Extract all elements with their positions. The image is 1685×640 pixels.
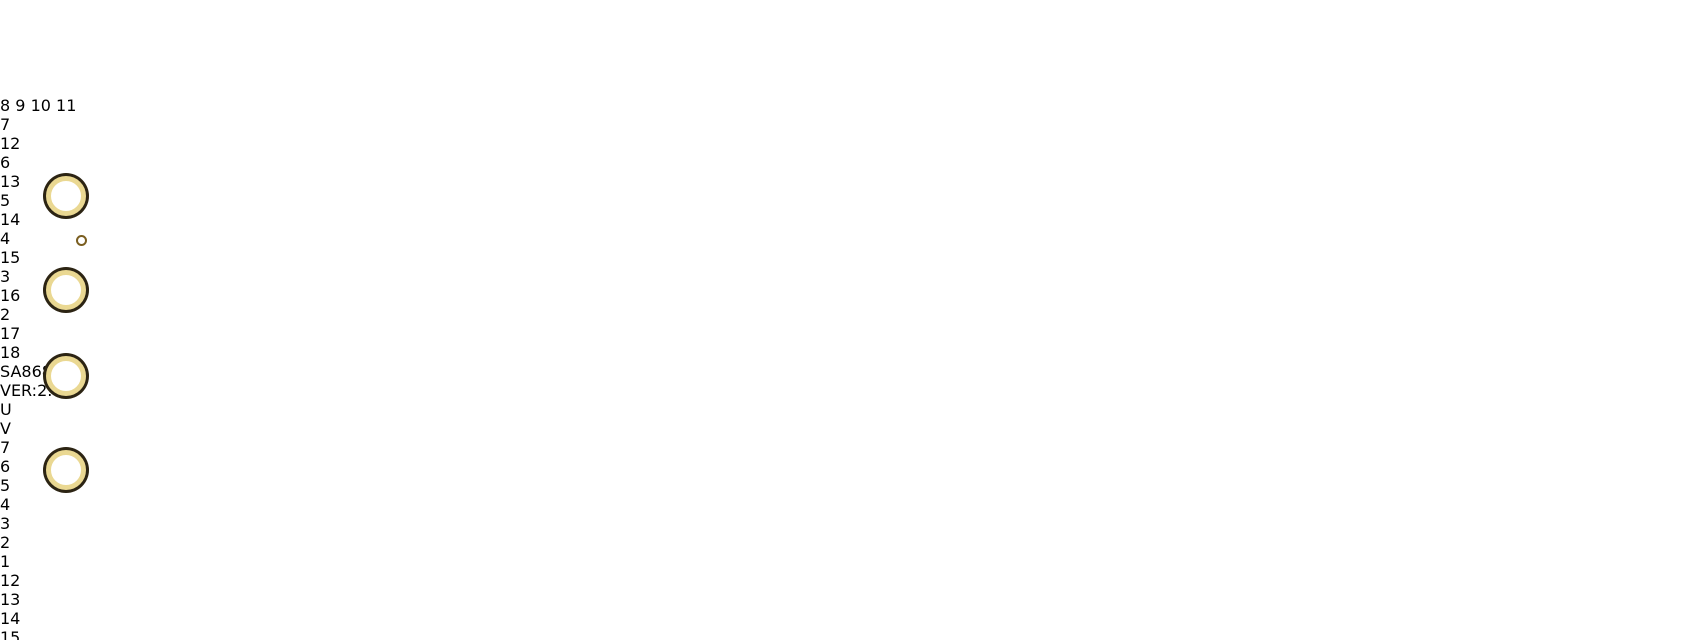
callout-pin-7: 7 <box>0 438 11 457</box>
silkscreen-pin-10: 10 <box>30 96 51 115</box>
callout-pin-13: 13 <box>0 590 21 609</box>
silkscreen-pin-12: 12 <box>0 134 21 153</box>
fiducial-hole <box>76 235 87 246</box>
callout-pin-5: 5 <box>0 476 11 495</box>
left-edge-slot <box>0 48 13 96</box>
silkscreen-pin-14: 14 <box>0 210 21 229</box>
silkscreen-pin-7: 7 <box>0 115 11 134</box>
silkscreen-pin-5: 5 <box>0 191 11 210</box>
silkscreen-pin-9: 9 <box>15 96 26 115</box>
silkscreen-pin-2: 2 <box>0 305 11 324</box>
gold-plate-wide <box>68 143 233 176</box>
castellation-notch <box>46 450 86 490</box>
callout-pin-6: 6 <box>0 457 11 476</box>
silkscreen-pin-4: 4 <box>0 229 11 248</box>
version-text: VER:2.0 <box>0 381 63 400</box>
front-left-edge <box>46 143 90 527</box>
front-module <box>46 143 750 527</box>
castellation-notch <box>46 356 86 396</box>
silkscreen-pin-17: 17 <box>0 324 21 343</box>
silkscreen-pin-13: 13 <box>0 172 21 191</box>
right-edge-slot <box>0 0 14 48</box>
castellation-notch <box>46 270 86 310</box>
silkscreen-pin-8: 8 <box>0 96 11 115</box>
callout-pin-3: 3 <box>0 514 11 533</box>
pin-callouts: 765432112131415161718891011 <box>0 438 1685 640</box>
callout-pin-1: 1 <box>0 552 11 571</box>
callout-pin-2: 2 <box>0 533 11 552</box>
silkscreen-pin-11: 11 <box>56 96 77 115</box>
band-u-cell: U <box>0 400 12 419</box>
front-top-border <box>68 143 750 209</box>
callout-pin-14: 14 <box>0 609 21 628</box>
silkscreen-pin-15: 15 <box>0 248 21 267</box>
silkscreen-pin-18: 18 <box>0 343 21 362</box>
callout-pin-12: 12 <box>0 571 21 590</box>
silkscreen-pin-16: 16 <box>0 286 21 305</box>
silkscreen-pin-3: 3 <box>0 267 11 286</box>
band-option-table: U V <box>0 400 1685 438</box>
callout-pin-4: 4 <box>0 495 11 514</box>
castellation-notch <box>46 176 86 216</box>
callout-pin-15: 15 <box>0 628 21 640</box>
silkscreen-pin-6: 6 <box>0 153 11 172</box>
front-bottom-border <box>68 209 750 335</box>
silkscreen-label-box: SA868S- VER:2.0 U V <box>0 362 1685 438</box>
band-v-cell: V <box>0 419 11 438</box>
